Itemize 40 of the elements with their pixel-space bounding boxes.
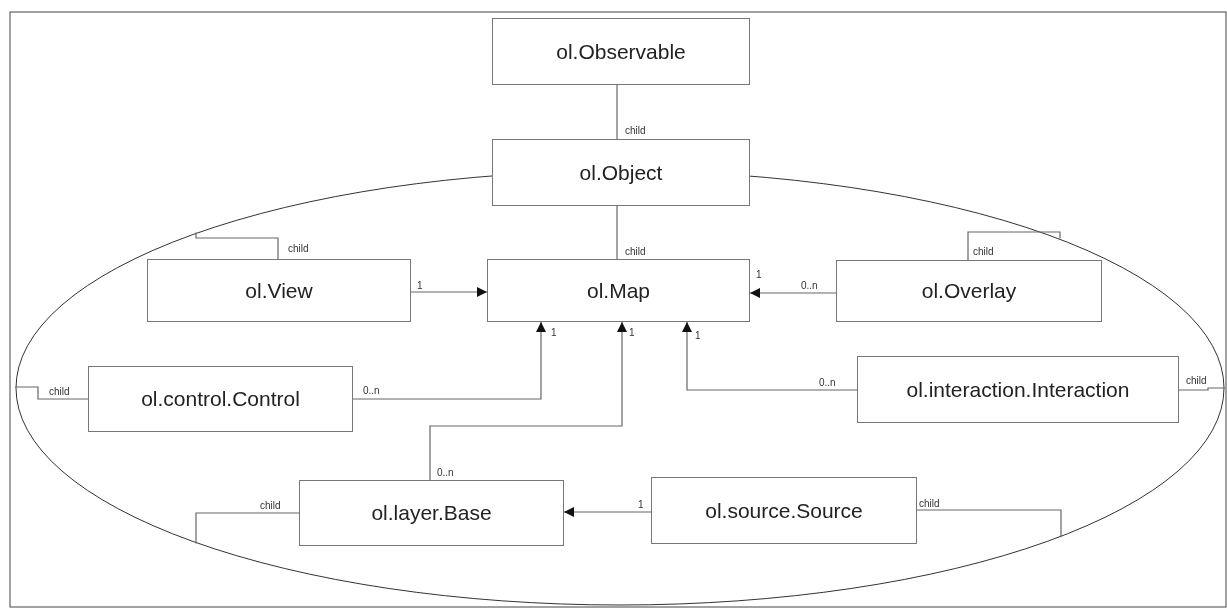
- connector-line: [916, 509, 1062, 538]
- connector-line: [967, 231, 1061, 261]
- class-box: ol.Map: [487, 259, 750, 322]
- edge-label: 0..n: [362, 385, 381, 396]
- arrow: [429, 321, 627, 481]
- edge-label: child: [624, 246, 647, 257]
- class-box: ol.interaction.Interaction: [857, 356, 1179, 423]
- arrow: [749, 288, 837, 298]
- edge-label: 1: [637, 499, 645, 510]
- arrow: [682, 321, 858, 391]
- edge-label: child: [287, 243, 310, 254]
- edge-label: 1: [416, 280, 424, 291]
- multiplicity-label: 1: [694, 330, 702, 341]
- class-box: ol.View: [147, 259, 411, 322]
- connector-line: [14, 386, 89, 400]
- edge-label: child: [624, 125, 647, 136]
- connector-line: [195, 231, 279, 260]
- arrow: [352, 321, 546, 400]
- multiplicity-label: 1: [550, 327, 558, 338]
- arrow: [563, 507, 652, 517]
- class-box: ol.Overlay: [836, 260, 1102, 322]
- class-box: ol.control.Control: [88, 366, 353, 432]
- connector-line: [616, 84, 618, 140]
- edge-label: child: [48, 386, 71, 397]
- class-box: ol.source.Source: [651, 477, 917, 544]
- edge-label: child: [1185, 375, 1208, 386]
- arrow: [410, 287, 488, 297]
- edge-label: 0..n: [436, 467, 455, 478]
- connector-line: [195, 512, 300, 545]
- edge-label: child: [918, 498, 941, 509]
- class-box: ol.Observable: [492, 18, 750, 85]
- edge-label: 0..n: [800, 280, 819, 291]
- connector-line: [616, 205, 618, 260]
- multiplicity-label: 1: [628, 327, 636, 338]
- class-box: ol.Object: [492, 139, 750, 206]
- edge-label: child: [972, 246, 995, 257]
- edge-label: child: [259, 500, 282, 511]
- connector-line: [1178, 387, 1226, 391]
- edge-label: 0..n: [818, 377, 837, 388]
- class-box: ol.layer.Base: [299, 480, 564, 546]
